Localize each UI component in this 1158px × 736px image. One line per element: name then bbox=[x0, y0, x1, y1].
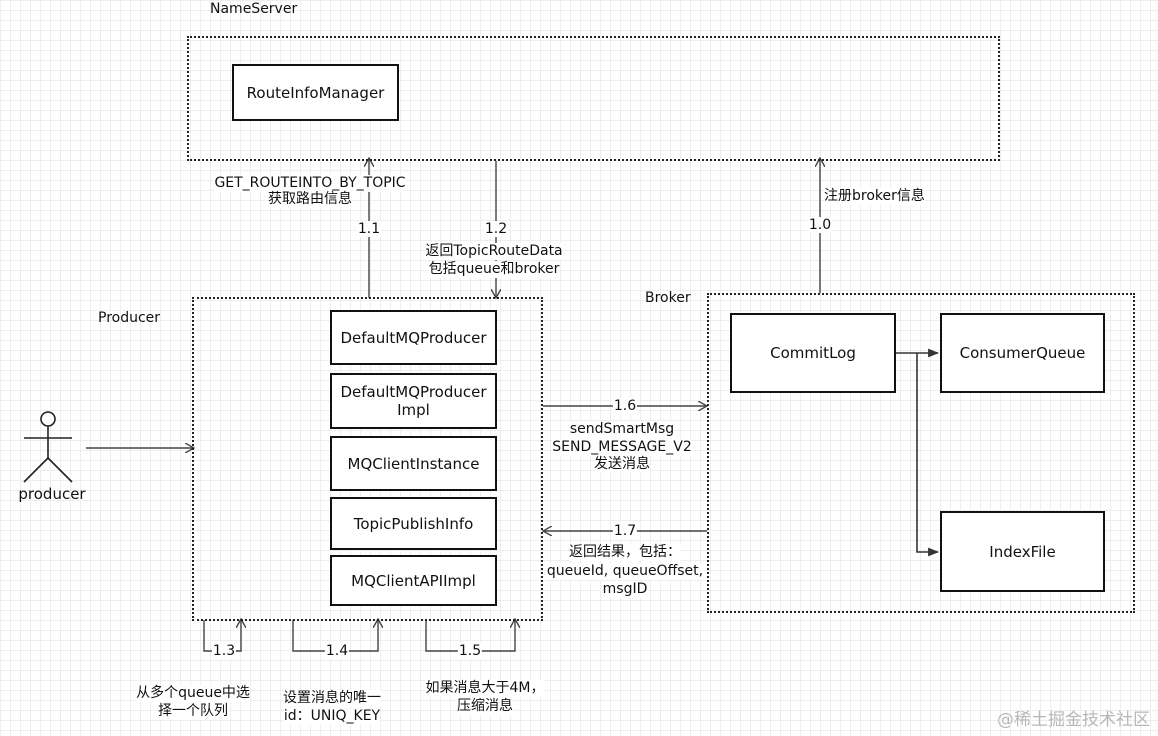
step-1-1-desc-line2: 获取路由信息 bbox=[268, 191, 352, 208]
step-1-6-desc-line2: SEND_MESSAGE_V2 bbox=[552, 439, 692, 456]
producer-title: Producer bbox=[98, 310, 161, 326]
step-1-7-desc-line1: 返回结果，包括： bbox=[569, 544, 681, 561]
mq-client-api-impl-box: MQClientAPIImpl bbox=[330, 555, 497, 606]
step-1-1-number: 1.1 bbox=[356, 221, 382, 237]
default-mq-producer-box: DefaultMQProducer bbox=[330, 310, 497, 365]
mq-client-instance-box: MQClientInstance bbox=[330, 436, 497, 491]
route-info-manager-box: RouteInfoManager bbox=[232, 64, 399, 121]
step-1-4-desc-line1: 设置消息的唯一 bbox=[283, 690, 381, 707]
step-1-6-desc-line3: 发送消息 bbox=[594, 456, 650, 473]
step-1-5-number: 1.5 bbox=[457, 643, 483, 659]
step-1-6-desc-line1: sendSmartMsg bbox=[569, 421, 675, 438]
index-file-box: IndexFile bbox=[940, 511, 1105, 592]
producer-actor-label: producer bbox=[18, 485, 86, 503]
step-1-2-desc-line1: 返回TopicRouteData bbox=[425, 243, 563, 260]
watermark: @稀土掘金技术社区 bbox=[997, 710, 1150, 730]
step-1-7-desc-line2: queueId, queueOffset, bbox=[546, 563, 704, 580]
consumer-queue-box: ConsumerQueue bbox=[940, 313, 1105, 393]
step-1-4-desc-line2: id：UNIQ_KEY bbox=[283, 708, 381, 725]
step-1-5-desc-line1: 如果消息大于4M， bbox=[425, 680, 545, 697]
step-1-1-desc-line1: GET_ROUTEINTO_BY_TOPIC bbox=[214, 175, 406, 192]
producer-actor-icon bbox=[23, 411, 73, 483]
producer-container bbox=[192, 297, 543, 621]
topic-publish-info-box: TopicPublishInfo bbox=[330, 497, 497, 550]
step-1-3-number: 1.3 bbox=[211, 643, 237, 659]
step-1-0-desc: 注册broker信息 bbox=[824, 188, 925, 205]
default-mq-producer-impl-box: DefaultMQProducer Impl bbox=[330, 373, 497, 429]
broker-container bbox=[707, 293, 1135, 613]
step-1-0-number: 1.0 bbox=[807, 217, 833, 233]
step-1-3-desc-line2: 择一个队列 bbox=[158, 703, 228, 720]
commitlog-box: CommitLog bbox=[730, 313, 896, 393]
step-1-3-desc-line1: 从多个queue中选 bbox=[136, 685, 250, 702]
step-1-7-number: 1.7 bbox=[612, 523, 638, 539]
step-1-5-desc-line2: 压缩消息 bbox=[457, 698, 513, 715]
step-1-2-desc-line2: 包括queue和broker bbox=[428, 261, 560, 278]
step-1-6-number: 1.6 bbox=[612, 398, 638, 414]
broker-title: Broker bbox=[645, 290, 691, 306]
edge-commitlog-indexfile bbox=[916, 353, 940, 557]
step-1-2-number: 1.2 bbox=[483, 221, 509, 237]
step-1-4-number: 1.4 bbox=[324, 643, 350, 659]
nameserver-title: NameServer bbox=[210, 1, 298, 17]
nameserver-container bbox=[187, 36, 1000, 161]
step-1-7-desc-line3: msgID bbox=[602, 581, 648, 598]
